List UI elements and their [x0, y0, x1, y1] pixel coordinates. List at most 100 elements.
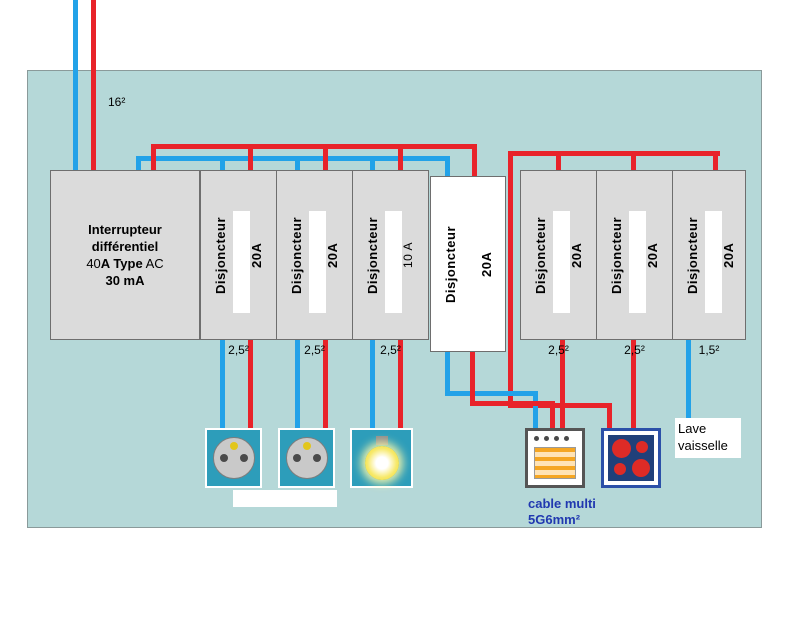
red-wire: [560, 340, 565, 428]
red-drop: [398, 149, 403, 170]
red-drop: [631, 156, 636, 170]
red-wire: [398, 340, 403, 428]
main-switch-line4: 30 mA: [105, 273, 145, 288]
breaker-box-4: Disjoncteur 20A: [430, 176, 506, 352]
breaker-rating: 20A: [721, 242, 736, 268]
bus2-red-down-left: [508, 156, 513, 408]
oven-controls: [534, 436, 576, 442]
bus2-red: [508, 151, 720, 156]
blue-wire: [445, 352, 450, 396]
cable-note: cable multi 5G6mm²: [528, 496, 596, 528]
blue-wire: [686, 340, 691, 418]
label-patch: [553, 211, 570, 313]
blue-wire: [295, 340, 300, 428]
oven-icon: [525, 428, 585, 488]
socket-hole: [219, 454, 228, 462]
socket-outlet-icon: [278, 428, 335, 488]
breaker-label: Disjoncteur: [443, 225, 458, 303]
breaker-box-2: Disjoncteur 20A: [276, 170, 353, 340]
breaker-label: Disjoncteur: [289, 216, 304, 294]
socket-hole: [239, 454, 248, 462]
gauge-label: 2,5²: [548, 343, 569, 357]
burner: [632, 459, 650, 477]
label-patch: [309, 211, 326, 313]
label-patch: [705, 211, 722, 313]
bulb-cap: [375, 436, 388, 445]
breaker-label: Disjoncteur: [685, 216, 700, 294]
earth-pin: [229, 442, 238, 450]
blue-wire: [533, 396, 538, 428]
socket-face: [285, 437, 328, 479]
breaker-box-7: Disjoncteur 20A: [672, 170, 746, 340]
red-into-cooktop: [607, 408, 612, 428]
bus1-blue: [136, 156, 450, 161]
feed-wire-red: [91, 0, 96, 170]
cooktop-surface: [608, 435, 654, 481]
red-drop: [248, 149, 253, 170]
main-switch-line2: différentiel: [91, 239, 159, 254]
oven-window: [534, 447, 576, 479]
feed-wire-blue: [73, 0, 78, 170]
blue-drop: [220, 161, 225, 170]
bus1-blue-riser: [136, 161, 141, 170]
blank-label: [233, 490, 337, 507]
main-differential-switch: Interrupteur différentiel 40A Type AC 30…: [50, 170, 200, 340]
gauge-label: 1,5²: [698, 343, 720, 357]
blue-drop: [370, 161, 375, 170]
label-patch: [463, 217, 480, 319]
red-wire: [248, 340, 253, 428]
blue-wire: [370, 340, 375, 428]
red-wire: [550, 406, 555, 428]
blue-drop: [295, 161, 300, 170]
burner: [614, 463, 626, 475]
light-bulb-icon: [350, 428, 413, 488]
burner: [636, 441, 648, 453]
socket-face: [212, 437, 255, 479]
red-drop: [556, 156, 561, 170]
breaker-rating: 10 A: [401, 241, 415, 269]
red-drop: [472, 149, 477, 176]
red-wire: [323, 340, 328, 428]
blue-wire: [220, 340, 225, 428]
socket-hole: [292, 454, 301, 462]
label-patch: [385, 211, 402, 313]
breaker-label: Disjoncteur: [365, 216, 380, 294]
blue-drop: [445, 161, 450, 176]
breaker-rating: 20A: [325, 242, 340, 268]
red-wire: [470, 352, 475, 406]
main-switch-line3: 40A Type AC: [86, 256, 164, 271]
bus1-red-riser: [151, 149, 156, 170]
main-switch-line1: Interrupteur: [88, 222, 162, 237]
cable-note-line1: cable multi: [528, 496, 596, 511]
cooktop-icon: [601, 428, 661, 488]
breaker-label: Disjoncteur: [533, 216, 548, 294]
gauge-label: 2,5²: [624, 343, 645, 357]
bulb-glow: [364, 446, 399, 480]
red-drop: [713, 156, 718, 170]
dishwasher-label: Lave vaisselle: [675, 418, 741, 458]
breaker-rating: 20A: [645, 242, 660, 268]
gauge-label: 2,5²: [228, 343, 249, 357]
gauge-label: 2,5²: [304, 343, 325, 357]
socket-hole: [312, 454, 321, 462]
burner: [612, 439, 631, 458]
feed-gauge-label: 16²: [108, 95, 126, 109]
blue-wire: [445, 391, 538, 396]
breaker-box-6: Disjoncteur 20A: [596, 170, 673, 340]
bus1-red: [151, 144, 477, 149]
red-wire: [631, 340, 636, 428]
breaker-box-1: Disjoncteur 20A: [200, 170, 277, 340]
label-patch: [629, 211, 646, 313]
red-drop: [323, 149, 328, 170]
socket-outlet-icon: [205, 428, 262, 488]
breaker-rating: 20A: [479, 251, 494, 277]
breaker-box-3: Disjoncteur 10 A: [352, 170, 429, 340]
cable-note-line2: 5G6mm²: [528, 512, 581, 527]
label-patch: [233, 211, 250, 313]
breaker-label: Disjoncteur: [609, 216, 624, 294]
earth-pin: [302, 442, 311, 450]
breaker-rating: 20A: [249, 242, 264, 268]
red-wire: [470, 401, 555, 406]
breaker-label: Disjoncteur: [213, 216, 228, 294]
